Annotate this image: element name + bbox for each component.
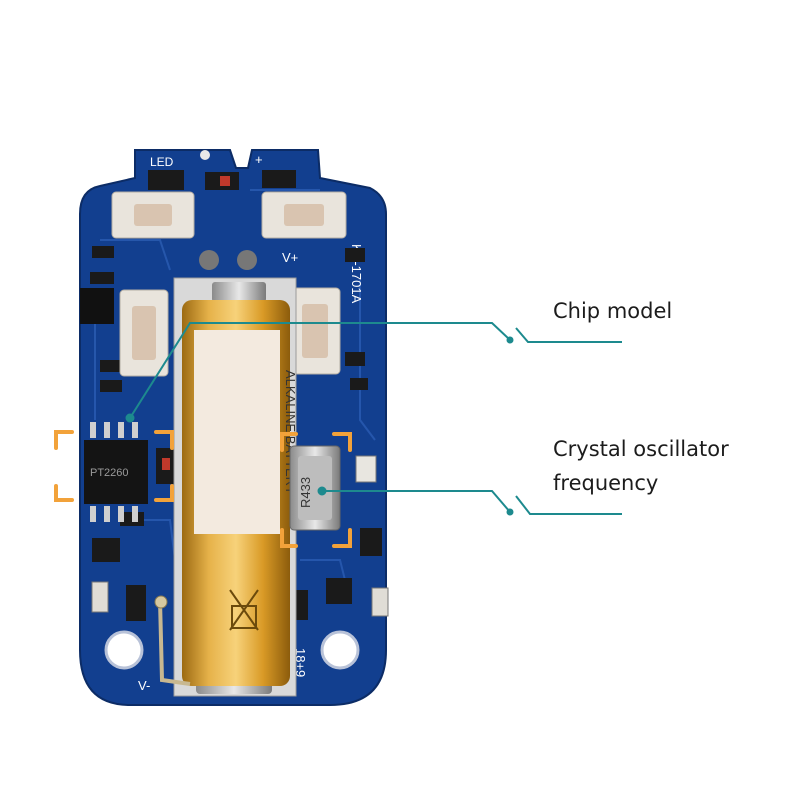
wire-pad xyxy=(154,595,168,609)
callout-line-crystal xyxy=(317,486,622,516)
chip-marking: PT2260 xyxy=(90,467,129,479)
mounting-hole xyxy=(320,630,360,670)
date-code: 18+9 xyxy=(293,648,308,677)
vminus-label: V- xyxy=(138,678,150,693)
mounting-hole xyxy=(104,630,144,670)
led-label: LED xyxy=(150,155,174,169)
wire xyxy=(158,599,191,686)
pad xyxy=(199,250,219,270)
led-indicator xyxy=(200,150,210,160)
crystal-oscillator-label: Crystal oscillator frequency xyxy=(553,432,729,500)
battery-contact-top xyxy=(212,282,266,302)
pad xyxy=(237,250,257,270)
chip: PT2260 xyxy=(84,422,148,522)
transistor xyxy=(80,288,114,324)
chip-model-label: Chip model xyxy=(553,294,672,328)
plus-label: + xyxy=(255,152,263,167)
crystal-highlight xyxy=(280,432,352,548)
crystal-label-line2: frequency xyxy=(553,471,659,495)
crystal-marking: R433 xyxy=(298,477,313,508)
battery: ALKALINE BATTERY xyxy=(182,300,298,686)
crystal-oscillator: R433 xyxy=(289,445,341,531)
tactile-buttons xyxy=(111,191,347,377)
vplus-label: V+ xyxy=(282,250,298,265)
chip-highlight xyxy=(54,430,174,502)
chip-model-text: Chip model xyxy=(553,299,673,323)
crystal-label-line1: Crystal oscillator xyxy=(553,437,729,461)
callout-line-chip xyxy=(125,322,622,423)
